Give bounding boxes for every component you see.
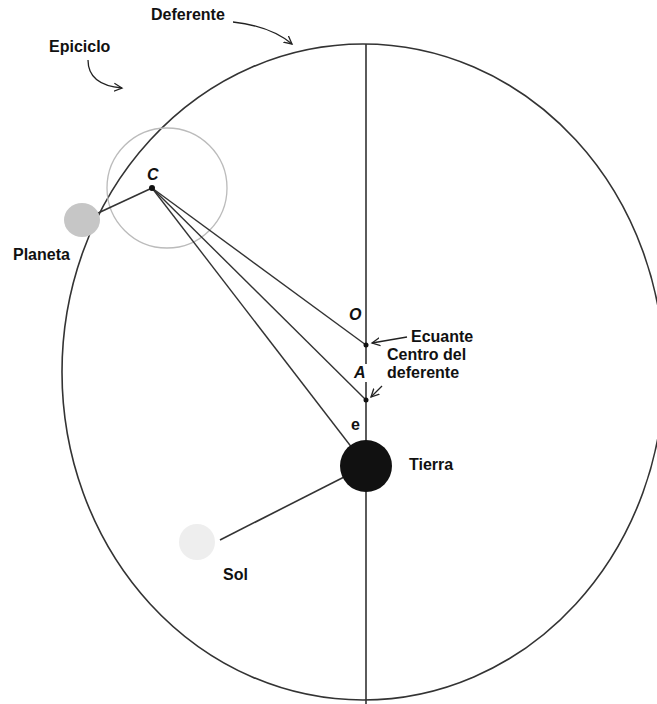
eccentricity-letter: e (350, 416, 361, 434)
earth-disc (340, 440, 392, 492)
deferent-circle (62, 44, 657, 700)
line-c-center (152, 188, 366, 400)
planet-label: Planeta (12, 246, 71, 264)
sun-disc (179, 524, 215, 560)
epicycle-label: Epiciclo (48, 38, 111, 56)
planet-disc (64, 203, 100, 237)
point-letter: O (348, 306, 362, 324)
center-leader (371, 386, 382, 397)
point-c (149, 185, 155, 191)
line-sun-earth (220, 474, 350, 540)
point-letter: C (146, 166, 160, 184)
point-a (364, 398, 369, 403)
point-letter: A (353, 364, 367, 382)
point-o (364, 343, 369, 348)
line-c-equant (152, 188, 366, 345)
deferent-label: Deferente (150, 6, 226, 24)
epicycle-leader (88, 60, 122, 88)
equant-label: Ecuante (410, 328, 474, 346)
center-label: Centro del deferente (386, 346, 474, 381)
planet-arm (96, 188, 152, 214)
deferent-leader (233, 22, 292, 44)
line-c-earth (152, 188, 366, 466)
equant-leader (372, 337, 407, 343)
earth-label: Tierra (408, 456, 454, 474)
sun-label: Sol (222, 566, 249, 584)
